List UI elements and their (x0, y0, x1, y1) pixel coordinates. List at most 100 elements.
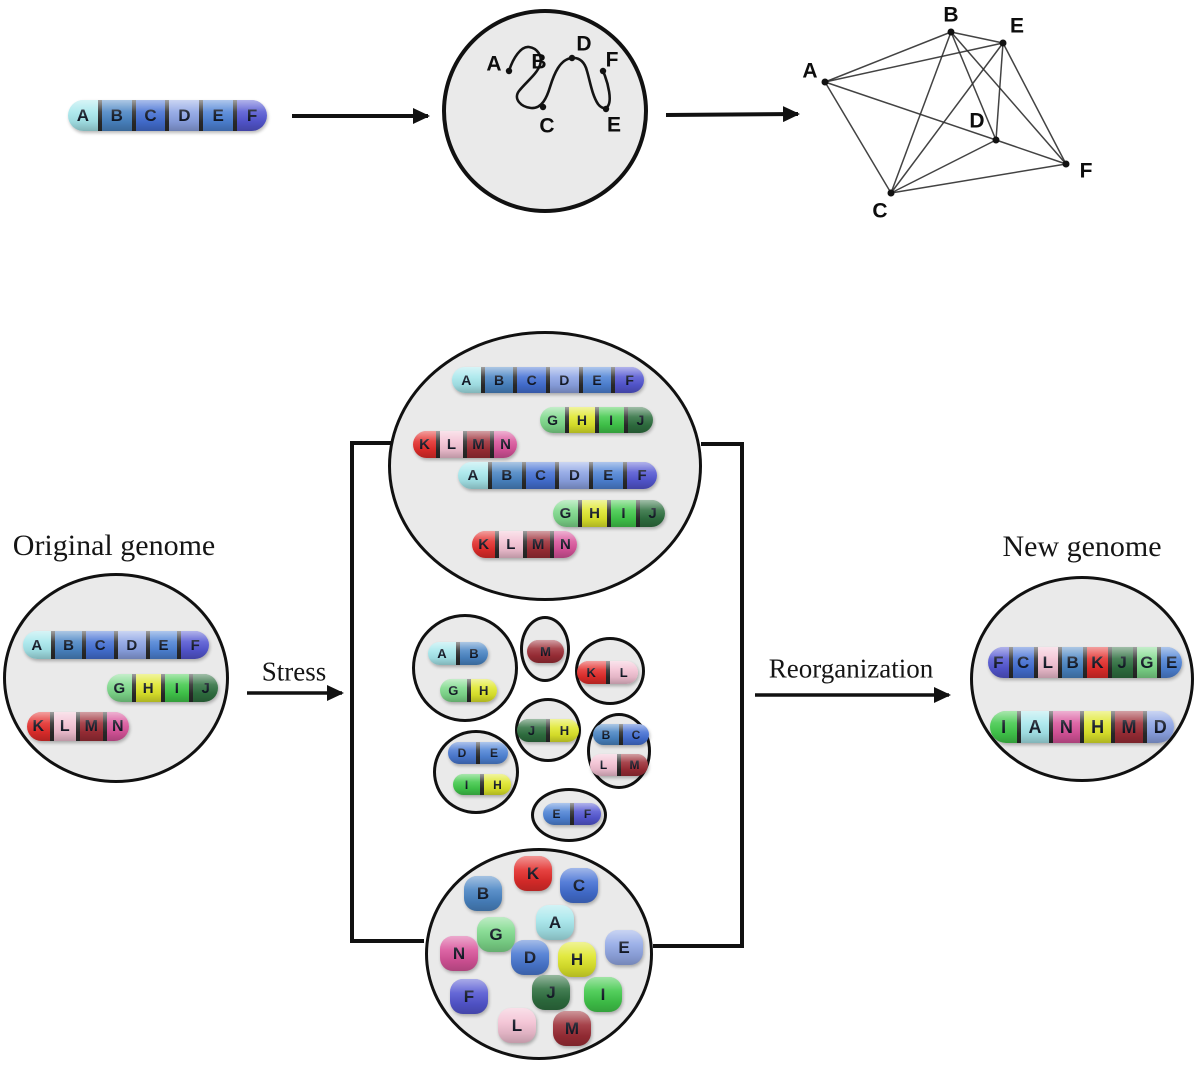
gene-segment-G: G (1132, 647, 1158, 678)
gene-blob-F: F (450, 978, 488, 1014)
gene-segment-L: L (436, 431, 463, 458)
gene-letter-L: L (599, 758, 608, 772)
gene-letter-B: B (601, 727, 611, 742)
gene-segment-F: F (177, 631, 209, 659)
branch-bracket-right (653, 442, 744, 948)
contact-edge-BC (890, 31, 952, 194)
contact-edge-AE (824, 42, 1004, 83)
gene-letter-B: B (110, 106, 123, 125)
gene-blob-G: G (477, 916, 515, 952)
gene-letter-I: I (609, 412, 614, 428)
gene-letter-M: M (629, 758, 640, 772)
gene-letter-H: H (142, 679, 154, 697)
gene-segment-K: K (577, 661, 606, 684)
gene-segment-C: C (82, 631, 115, 659)
gene-segment-I: I (607, 500, 636, 527)
nucleus-label-F: F (606, 48, 619, 71)
network-node-E (999, 39, 1007, 47)
gene-segment-K: K (472, 531, 496, 558)
gene-letter-N: N (452, 943, 466, 963)
gene-segment-A: A (428, 642, 456, 665)
gene-segment-I: I (453, 774, 480, 795)
contact-edge-AD (824, 81, 997, 141)
network-node-C (887, 189, 895, 197)
gene-letter-G: G (559, 505, 572, 522)
gene-letter-M: M (472, 436, 485, 453)
contact-edge-DF (995, 139, 1067, 165)
gene-letter-K: K (526, 863, 540, 883)
transition-arrow-2-icon (665, 106, 800, 123)
gene-letter-G: G (489, 924, 503, 944)
gene-letter-J: J (636, 412, 645, 428)
gene-letter-J: J (527, 723, 536, 738)
branch-bracket-left (350, 441, 424, 943)
gene-letter-A: A (31, 636, 43, 654)
network-label-D: D (969, 109, 984, 132)
gene-letter-G: G (547, 412, 559, 428)
network-label-C: C (872, 199, 887, 222)
contact-edge-CE (890, 42, 1004, 194)
gene-letter-D: D (178, 106, 191, 125)
gene-letter-L: L (619, 665, 628, 680)
gene-segment-N: N (549, 531, 577, 558)
nucleus-circle (442, 9, 648, 213)
gene-letter-M: M (1121, 717, 1137, 737)
gene-letter-K: K (586, 665, 596, 680)
gene-letter-N: N (500, 436, 511, 453)
gene-segment-I: I (990, 711, 1018, 743)
gene-letter-F: F (625, 372, 634, 388)
gene-segment-A: A (1017, 711, 1049, 743)
gene-blob-M: M (553, 1010, 591, 1046)
gene-segment-C: C (513, 367, 547, 393)
contact-edge-CD (890, 139, 997, 194)
gene-letter-E: E (603, 467, 614, 484)
gene-blob-A: A (536, 904, 574, 940)
network-label-B: B (943, 3, 958, 26)
gene-letter-K: K (419, 436, 430, 453)
nucleus-label-D: D (576, 32, 591, 55)
gene-blob-H: H (558, 941, 596, 977)
gene-blob-N: N (440, 935, 478, 971)
gene-letter-I: I (600, 984, 606, 1004)
gene-segment-N: N (1048, 711, 1080, 743)
gene-letter-D: D (559, 372, 570, 388)
gene-letter-D: D (523, 947, 537, 967)
gene-segment-D: D (1142, 711, 1174, 743)
gene-segment-H: H (1079, 711, 1112, 743)
gene-letter-J: J (201, 679, 210, 697)
gene-letter-E: E (489, 746, 498, 760)
contact-edge-BF (950, 31, 1067, 165)
contact-edge-CF (890, 163, 1067, 194)
network-label-E: E (1010, 14, 1024, 37)
contact-edge-BD (950, 31, 997, 141)
gene-letter-H: H (559, 723, 570, 738)
gene-letter-F: F (246, 106, 258, 125)
gene-letter-F: F (637, 467, 647, 484)
gene-letter-E: E (592, 372, 602, 388)
gene-segment-B: B (593, 724, 619, 745)
gene-segment-L: L (49, 712, 76, 741)
gene-segment-B: B (456, 642, 488, 665)
stress-label: Stress (261, 656, 327, 687)
gene-segment-M: M (522, 531, 550, 558)
network-node-A (821, 78, 829, 86)
gene-letter-K: K (1091, 653, 1104, 672)
gene-segment-K: K (1083, 647, 1108, 678)
gene-letter-E: E (158, 636, 169, 654)
gene-letter-M: M (564, 1018, 580, 1038)
nucleus-label-A: A (486, 52, 501, 75)
new-genome-label: New genome (1002, 530, 1162, 563)
network-node-D (992, 136, 1000, 144)
gene-segment-D: D (114, 631, 146, 659)
network-label-F: F (1080, 159, 1093, 182)
